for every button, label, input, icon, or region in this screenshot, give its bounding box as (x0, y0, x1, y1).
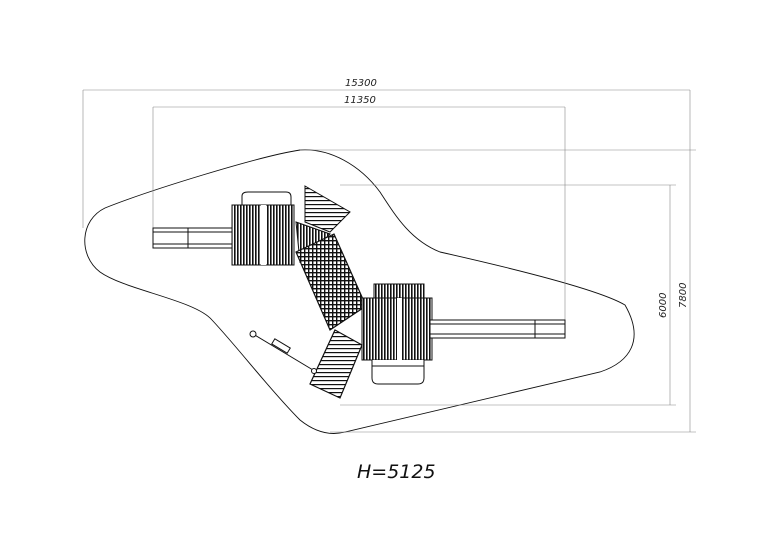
right-slide (429, 319, 566, 339)
dimension-overall-length: 15300 (345, 78, 377, 89)
staircase (309, 329, 363, 399)
safety-zone-outline (84, 149, 635, 434)
rope-climber (249, 330, 317, 374)
left-slide (152, 227, 238, 249)
dimension-overall-width: 7800 (678, 283, 689, 308)
right-tower (361, 283, 433, 385)
dimension-structure-width: 6000 (658, 293, 669, 318)
height-label: H=5125 (357, 461, 436, 483)
net-bridge (295, 233, 367, 331)
dimension-structure-length: 11350 (344, 95, 376, 106)
dimension-lines (82, 89, 696, 433)
left-tower (231, 191, 295, 266)
climbing-wall (304, 185, 351, 233)
